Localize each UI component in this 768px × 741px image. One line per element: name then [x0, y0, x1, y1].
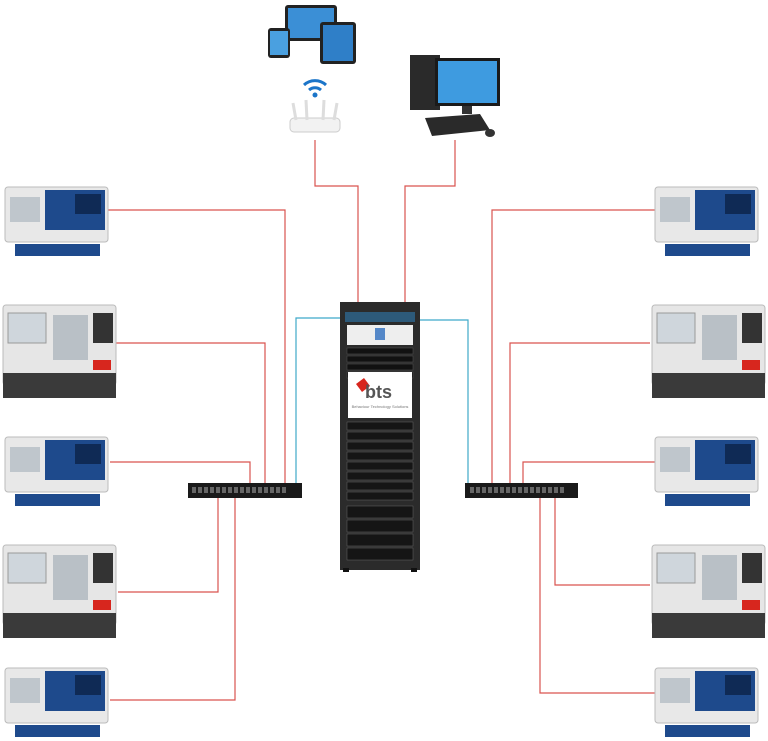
right-network-switch-icon [465, 483, 578, 498]
cnc-lathe-icon-left-3 [4, 436, 109, 506]
cnc-lathe-icon-right-4 [651, 544, 766, 638]
link-left-machine-2 [116, 342, 266, 485]
rack-logo-subtitle: Behaviour Technology Solutions [352, 404, 409, 409]
link-right-machine-5 [539, 498, 655, 694]
cnc-lathe-icon-right-3 [654, 436, 759, 506]
link-right-machine-4 [554, 498, 650, 586]
link-router-rack [314, 140, 359, 302]
cnc-lathe-icon-right-5 [654, 667, 759, 737]
cnc-lathe-icon-right-2 [651, 304, 766, 398]
link-right-machine-3 [522, 461, 655, 485]
cnc-lathe-icon-left-2 [2, 304, 117, 398]
cnc-lathe-icon-right-1 [654, 186, 759, 256]
cnc-lathe-icon-left-1 [4, 186, 109, 256]
link-left-machine-1 [108, 209, 286, 485]
cnc-lathe-icon-left-4 [2, 544, 117, 638]
link-right-machine-1 [491, 209, 655, 485]
tablet-devices-icon [268, 5, 356, 64]
uplink-right-switch [418, 319, 469, 485]
server-rack-icon: bts Behaviour Technology Solutions [340, 302, 420, 572]
link-left-machine-4 [118, 498, 219, 593]
cnc-lathe-icon-left-5 [4, 667, 109, 737]
desktop-computer-icon [410, 55, 500, 137]
link-pc-rack [404, 140, 456, 302]
left-network-switch-icon [188, 483, 302, 498]
link-left-machine-3 [110, 461, 251, 485]
link-left-machine-5 [110, 498, 236, 701]
wifi-router-icon [289, 79, 341, 133]
rack-logo-text: bts [365, 382, 392, 402]
link-right-machine-2 [509, 342, 650, 485]
uplink-left-switch [295, 317, 342, 485]
